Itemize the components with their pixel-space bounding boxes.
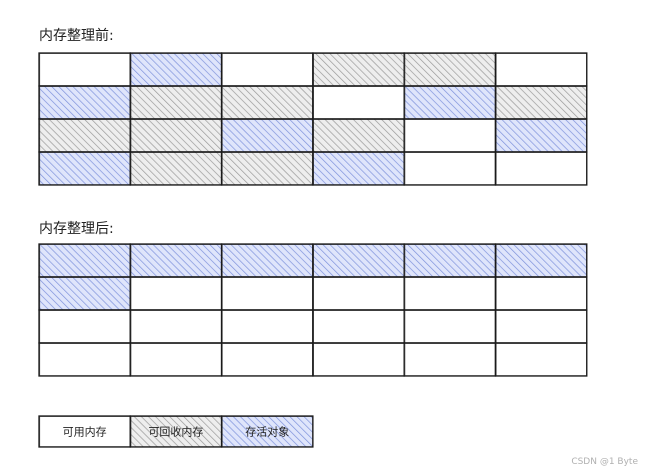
after-cell-free — [494, 342, 588, 377]
after-cell-live — [220, 243, 314, 278]
after-cell-free — [403, 342, 497, 377]
legend-swatch-free — [38, 415, 131, 448]
before-cell-garbage — [403, 52, 497, 87]
after-cell-free — [403, 276, 497, 311]
before-compaction-title: 内存整理前: — [39, 28, 114, 44]
after-cell-free — [494, 309, 588, 344]
after-cell-free — [220, 309, 314, 344]
after-cell-sketch-outline — [495, 343, 587, 376]
after-cell-live — [312, 243, 405, 278]
before-cell-free — [403, 151, 497, 186]
after-cell-free — [38, 342, 131, 377]
before-cell-garbage — [220, 151, 314, 186]
before-cell-live — [494, 118, 588, 153]
before-compaction-grid — [38, 52, 588, 186]
after-cell-live — [494, 243, 588, 278]
after-cell-live — [403, 243, 497, 278]
legend: 可用内存 可回收内存 存活对象 — [38, 415, 314, 448]
before-cell-garbage — [220, 85, 314, 120]
before-cell-live — [38, 151, 131, 186]
after-compaction-grid — [38, 243, 588, 377]
after-cell-free — [403, 309, 497, 344]
before-cell-free — [38, 52, 131, 87]
before-cell-live — [312, 151, 405, 186]
after-cell-free — [38, 309, 131, 344]
before-cell-garbage — [129, 85, 223, 120]
before-cell-garbage — [312, 52, 405, 87]
legend-label-free: 可用内存 — [63, 425, 107, 439]
after-cell-free — [129, 309, 223, 344]
after-cell-free — [312, 309, 405, 344]
after-cell-free — [494, 276, 588, 311]
after-cell-free — [312, 342, 405, 377]
before-cell-live — [403, 85, 497, 120]
before-cell-garbage — [129, 151, 223, 186]
after-cell-free — [312, 276, 405, 311]
after-cell-live — [129, 243, 223, 278]
after-cell-live — [38, 276, 131, 311]
legend-label-live: 存活对象 — [245, 425, 289, 439]
before-cell-sketch-outline — [495, 152, 587, 185]
legend-swatch-live — [220, 415, 314, 448]
after-compaction-title: 内存整理后: — [39, 221, 114, 237]
before-cell-garbage — [494, 85, 588, 120]
legend-swatch-sketch-outline — [222, 416, 313, 447]
before-cell-free — [312, 85, 405, 120]
before-cell-live — [129, 52, 223, 87]
before-cell-live — [220, 118, 314, 153]
before-cell-free — [403, 118, 497, 153]
before-cell-free — [494, 151, 588, 186]
before-cell-live — [38, 85, 131, 120]
before-cell-garbage — [312, 118, 405, 153]
watermark: CSDN @1 Byte — [571, 457, 638, 467]
after-cell-live — [38, 243, 131, 278]
before-cell-free — [494, 52, 588, 87]
after-cell-free — [220, 342, 314, 377]
after-cell-free — [129, 342, 223, 377]
after-cell-free — [129, 276, 223, 311]
after-cell-free — [220, 276, 314, 311]
before-cell-free — [220, 52, 314, 87]
before-cell-garbage — [38, 118, 131, 153]
legend-swatch-garbage — [129, 415, 223, 448]
legend-label-garbage: 可回收内存 — [148, 425, 203, 439]
before-cell-garbage — [129, 118, 223, 153]
